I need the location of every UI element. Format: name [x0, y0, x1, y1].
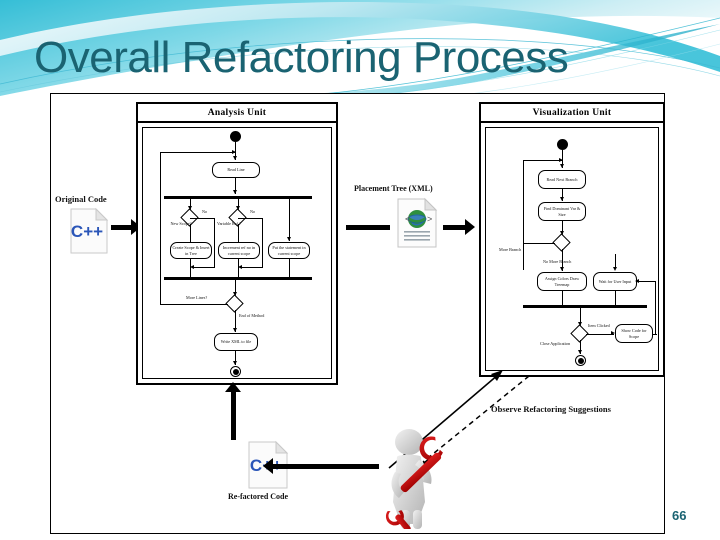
action-write-xml: Write XML to file	[214, 333, 258, 351]
svg-text:<: <	[405, 214, 410, 224]
analysis-unit-box: Analysis Unit Read Line New Scope? No	[136, 102, 338, 385]
analysis-initial-node	[230, 131, 241, 142]
action-create-scope: Create Scope & Insert in Tree	[170, 242, 212, 259]
person-with-wrench-icon	[385, 429, 443, 529]
slide-title: Overall Refactoring Process	[34, 33, 569, 82]
analysis-fork-bar	[164, 196, 312, 199]
cpp-file-icon-original: C++	[70, 207, 109, 254]
refactored-code-caption: Re-factored Code	[228, 492, 289, 501]
action-find-dominant: Find Dominant Var & Size	[538, 202, 586, 221]
page-number: 66	[672, 508, 687, 523]
diagram-frame: Original Code C++ Analysis Unit Read	[50, 93, 665, 534]
svg-text:>: >	[427, 214, 432, 224]
label-new-scope: New Scope?	[170, 221, 192, 226]
observe-suggestions-label: Observe Refactoring Suggestions	[491, 404, 611, 414]
action-read-next-branch: Read Next Branch	[538, 170, 586, 189]
original-code-caption: Original Code	[55, 194, 107, 204]
visualization-final-node	[575, 355, 586, 366]
action-put-statement: Put the statement in current scope	[268, 242, 310, 259]
xml-document-icon: < >	[397, 197, 438, 248]
guard-more-lines: More Lines?	[186, 295, 208, 300]
analysis-final-node	[230, 366, 241, 377]
action-show-code: Show Code for Scope	[615, 324, 653, 343]
analysis-unit-title: Analysis Unit	[138, 104, 336, 123]
action-increment-ref: Increment ref no in current scope	[218, 242, 260, 259]
visualization-join-bar	[523, 305, 647, 308]
analysis-join-bar	[164, 277, 312, 280]
guard-close-application: Close Application	[539, 341, 571, 346]
guard-end-of-method: End of Method	[239, 313, 265, 318]
guard-variable-ref-no: No	[250, 209, 256, 214]
svg-text:C++: C++	[71, 222, 103, 241]
guard-item-clicked: Item Clicked	[588, 323, 610, 328]
label-variable-ref: Variable Ref ?	[217, 221, 241, 226]
guard-no-more-branch: No More Branch	[543, 259, 572, 264]
guard-new-scope-no: No	[202, 209, 208, 214]
visualization-unit-box: Visualization Unit Read Next Branch Find…	[479, 102, 665, 377]
action-wait-for-user: Wait for User Input	[593, 272, 637, 291]
visualization-initial-node	[557, 139, 568, 150]
placement-tree-caption: Placement Tree (XML)	[354, 184, 433, 193]
guard-more-branch: More Branch	[499, 247, 522, 252]
visualization-unit-title: Visualization Unit	[481, 104, 663, 123]
action-assign-colors: Assign Colors Draw Treemap	[537, 272, 587, 291]
action-read-line: Read Line	[212, 162, 260, 178]
